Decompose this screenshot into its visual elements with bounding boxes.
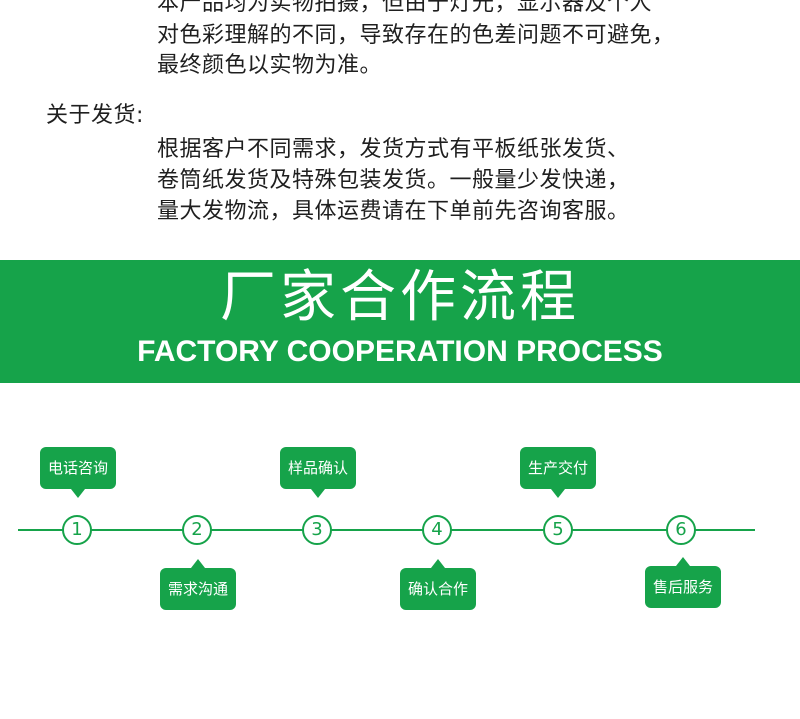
color-note-line-2: 对色彩理解的不同，导致存在的色差问题不可避免， [157,23,675,48]
step-2-number: 2 [182,515,212,545]
step-4-number: 4 [422,515,452,545]
banner-title-cn: 厂家合作流程 [220,265,580,330]
banner-title-en: FACTORY COOPERATION PROCESS [137,335,663,368]
step-5-label: 生产交付 [520,447,596,498]
step-6-number: 6 [666,515,696,545]
shipping-line-2: 卷筒纸发货及特殊包装发货。一般量少发快递， [157,168,630,193]
step-3-number: 3 [302,515,332,545]
color-note-line-3: 最终颜色以实物为准。 [157,53,383,78]
step-2-label: 需求沟通 [160,559,236,610]
step-4-label: 确认合作 [400,559,476,610]
shipping-line-3: 量大发物流，具体运费请在下单前先咨询客服。 [157,199,630,224]
step-1-number: 1 [62,515,92,545]
step-3-label: 样品确认 [280,447,356,498]
shipping-line-1: 根据客户不同需求，发货方式有平板纸张发货、 [157,137,630,162]
step-6-label: 售后服务 [645,557,721,608]
cooperation-banner: 厂家合作流程 FACTORY COOPERATION PROCESS [0,260,800,383]
step-5-number: 5 [543,515,573,545]
timeline-line [18,529,755,531]
color-note-line-1: 本产品均为实物拍摄，但由于灯光，显示器及个人 [157,0,653,16]
notes-section: 本产品均为实物拍摄，但由于灯光，显示器及个人 对色彩理解的不同，导致存在的色差问… [0,0,800,260]
shipping-heading: 关于发货: [46,103,144,128]
step-1-label: 电话咨询 [40,447,116,498]
